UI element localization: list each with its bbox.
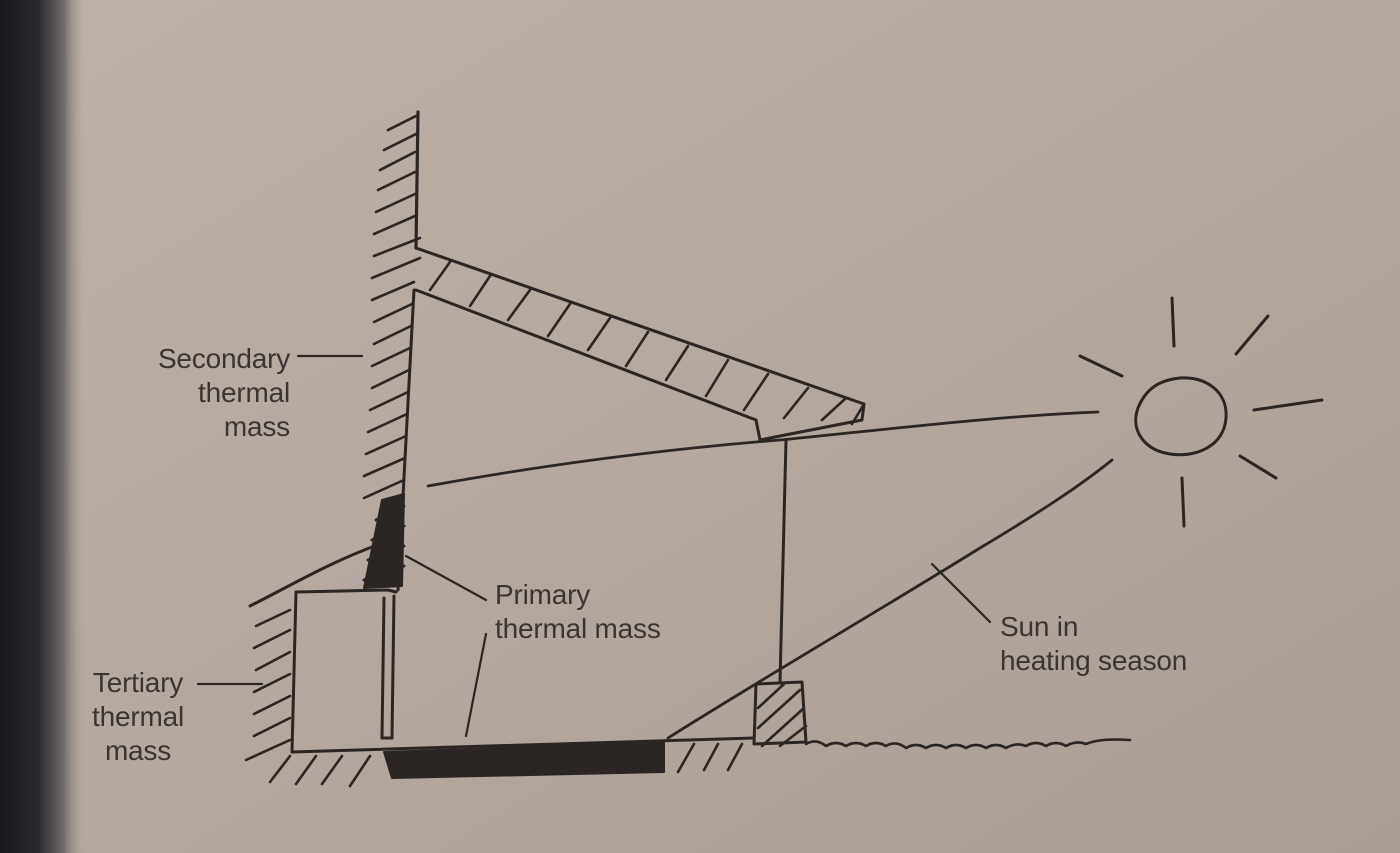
floor-slab — [268, 736, 756, 788]
back-wall — [362, 110, 422, 592]
sun-rays — [1078, 296, 1324, 528]
roof — [414, 246, 866, 442]
leader-lines — [196, 354, 992, 738]
label-secondary-thermal-mass: Secondary thermal mass — [118, 342, 290, 444]
leader-sun — [930, 562, 992, 624]
label-line: Tertiary — [92, 667, 184, 698]
back-wall-hatching — [362, 114, 422, 500]
label-line: Primary — [495, 579, 591, 610]
roof-hatching — [428, 260, 848, 422]
book-binding-shadow — [0, 0, 85, 853]
exterior-ground-line — [804, 738, 1132, 750]
leader-primary-wall — [404, 554, 488, 602]
label-tertiary-thermal-mass: Tertiary thermal mass — [70, 666, 206, 768]
label-line: mass — [223, 411, 290, 442]
label-line: thermal mass — [495, 613, 661, 644]
label-line: thermal — [92, 701, 184, 732]
label-line: Sun in — [1000, 611, 1079, 642]
sun-ray-lower — [666, 458, 1114, 740]
sun-icon — [1078, 296, 1324, 528]
label-line: Secondary — [157, 343, 290, 374]
label-line: heating season — [1000, 645, 1188, 676]
sun-ray-upper — [426, 410, 1100, 488]
tertiary-room — [244, 542, 398, 762]
tertiary-wall-hatching — [244, 608, 292, 762]
front-sill-block — [752, 680, 808, 748]
label-line: mass — [104, 735, 172, 766]
leader-primary-floor — [464, 632, 488, 738]
label-primary-thermal-mass: Primary thermal mass — [495, 578, 661, 646]
label-sun-in-heating-season: Sun in heating season — [1000, 610, 1187, 678]
front-glazing-post — [778, 438, 788, 684]
label-line: thermal — [198, 377, 290, 408]
ground-hatching-under-floor — [268, 742, 744, 788]
